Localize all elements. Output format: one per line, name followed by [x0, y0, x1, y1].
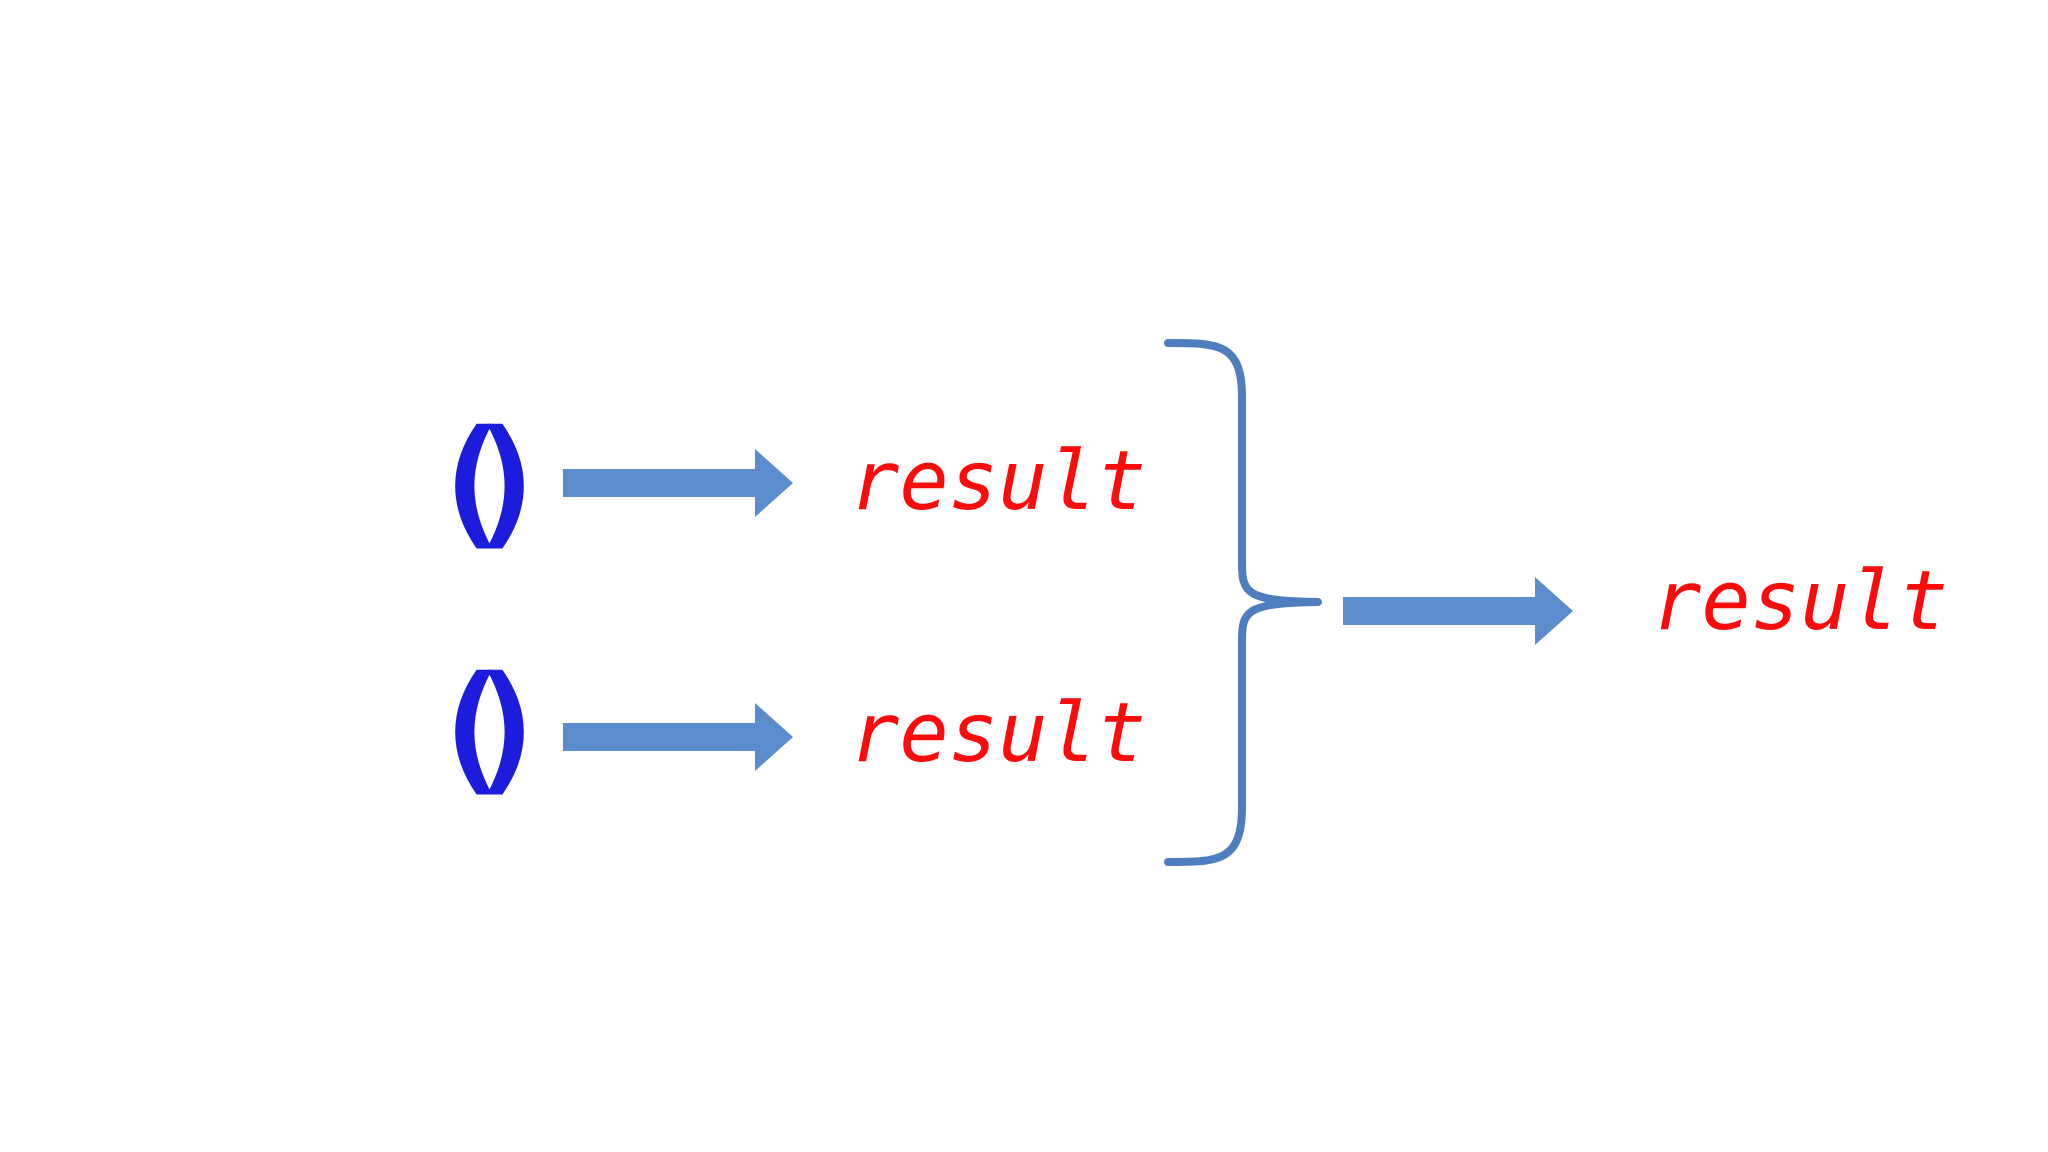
curly-brace-shape [1164, 339, 1322, 866]
right-arrow-icon [563, 449, 793, 517]
result-label-1: result [850, 434, 1147, 529]
right-arrow-icon [1343, 577, 1573, 645]
right-arrow-shape [563, 703, 793, 771]
right-arrow-shape [1343, 577, 1573, 645]
result-label-2: result [850, 686, 1147, 781]
empty-parens-2: () [429, 647, 550, 810]
empty-parens-1: () [429, 401, 550, 564]
combined-result-label: result [1652, 554, 1949, 649]
right-arrow-shape [563, 449, 793, 517]
right-arrow-icon [563, 703, 793, 771]
curly-brace-icon [1164, 339, 1322, 866]
